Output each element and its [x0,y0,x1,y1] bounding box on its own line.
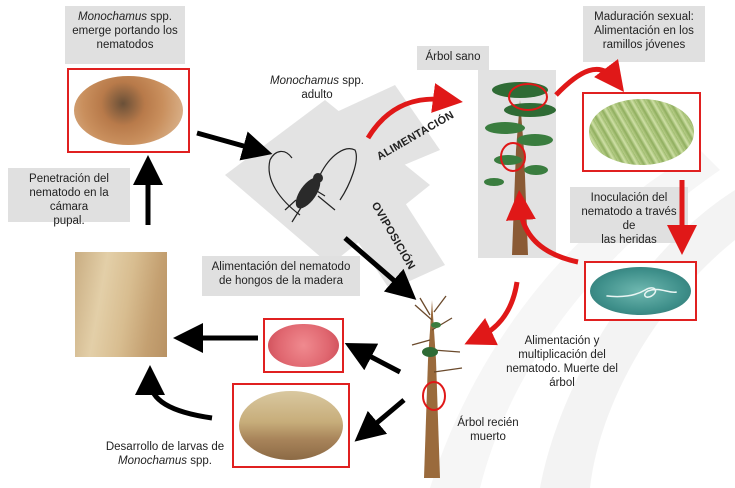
arrow-to-maduracion [556,69,615,95]
arrow-to-healthy-tree [368,99,448,138]
arrow-to-larvae [366,400,404,432]
arrow-oviposition [345,238,405,290]
arrow-inoculation-back [520,205,578,262]
arrow-to-dead-tree [478,282,517,338]
arrow-to-fungi [358,350,400,372]
arrow-to-adult [197,133,258,150]
arrow-larvae-to-chamber [150,380,212,418]
